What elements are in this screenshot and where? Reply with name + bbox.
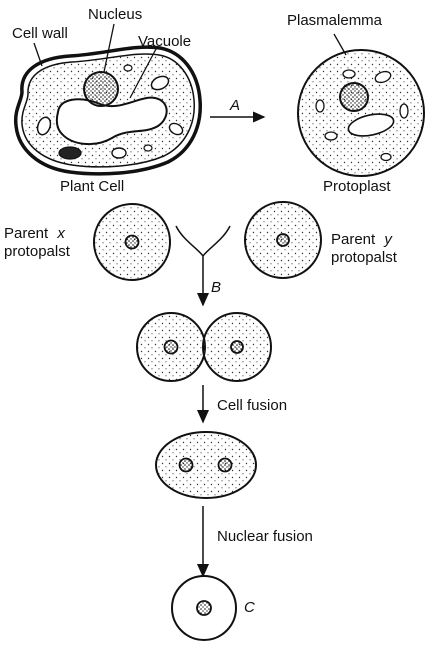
plant-cell bbox=[13, 45, 202, 176]
protoplast bbox=[297, 49, 425, 177]
organelle bbox=[58, 146, 82, 160]
protoplast-vacuole bbox=[347, 113, 395, 137]
protoplast-nucleus bbox=[339, 82, 369, 112]
protoplast-body bbox=[297, 49, 425, 177]
organelle bbox=[342, 69, 356, 79]
label-parent-x: Parent x bbox=[4, 225, 65, 242]
label-plant-cell: Plant Cell bbox=[60, 178, 124, 195]
label-arrow-a: A bbox=[229, 97, 240, 114]
plant-nucleus bbox=[83, 71, 119, 107]
label-parent-y-protopalst: protopalst bbox=[331, 249, 398, 266]
label-product-c: C bbox=[244, 599, 255, 616]
organelle bbox=[315, 99, 325, 113]
leader-cell-wall bbox=[33, 42, 43, 67]
organelle bbox=[111, 147, 127, 159]
label-nucleus: Nucleus bbox=[88, 6, 142, 23]
heterokaryon bbox=[155, 431, 257, 499]
converging-arrow-b bbox=[175, 225, 231, 305]
cell-wall bbox=[13, 45, 202, 176]
label-nuclear-fusion: Nuclear fusion bbox=[217, 528, 313, 545]
parent-y-variable: y bbox=[383, 231, 393, 248]
fusing-protoplasts bbox=[136, 312, 272, 382]
label-parent-y: Parent y bbox=[331, 231, 393, 248]
organelle bbox=[380, 152, 392, 162]
label-vacuole: Vacuole bbox=[138, 33, 191, 50]
label-parent-x-protopalst: protopalst bbox=[4, 243, 71, 260]
parent-y-protoplast bbox=[244, 201, 322, 279]
label-arrow-b: B bbox=[211, 279, 221, 296]
organelle bbox=[168, 122, 184, 136]
label-protoplast: Protoplast bbox=[323, 178, 391, 195]
label-plasmalemma: Plasmalemma bbox=[287, 12, 383, 29]
label-cell-fusion: Cell fusion bbox=[217, 397, 287, 414]
organelle bbox=[143, 144, 153, 152]
parent-x-protoplast bbox=[93, 203, 171, 281]
organelle bbox=[399, 103, 409, 119]
hybrid-cell-c bbox=[171, 575, 237, 641]
organelle bbox=[324, 131, 338, 141]
organelle bbox=[36, 116, 52, 136]
organelle bbox=[374, 70, 392, 84]
parent-x-variable: x bbox=[56, 225, 65, 242]
organelle bbox=[150, 75, 170, 91]
leader-vacuole bbox=[129, 48, 157, 99]
label-cell-wall: Cell wall bbox=[12, 25, 68, 42]
organelle bbox=[123, 64, 133, 72]
leader-plasmalemma bbox=[333, 33, 347, 56]
leader-nucleus bbox=[103, 23, 115, 73]
